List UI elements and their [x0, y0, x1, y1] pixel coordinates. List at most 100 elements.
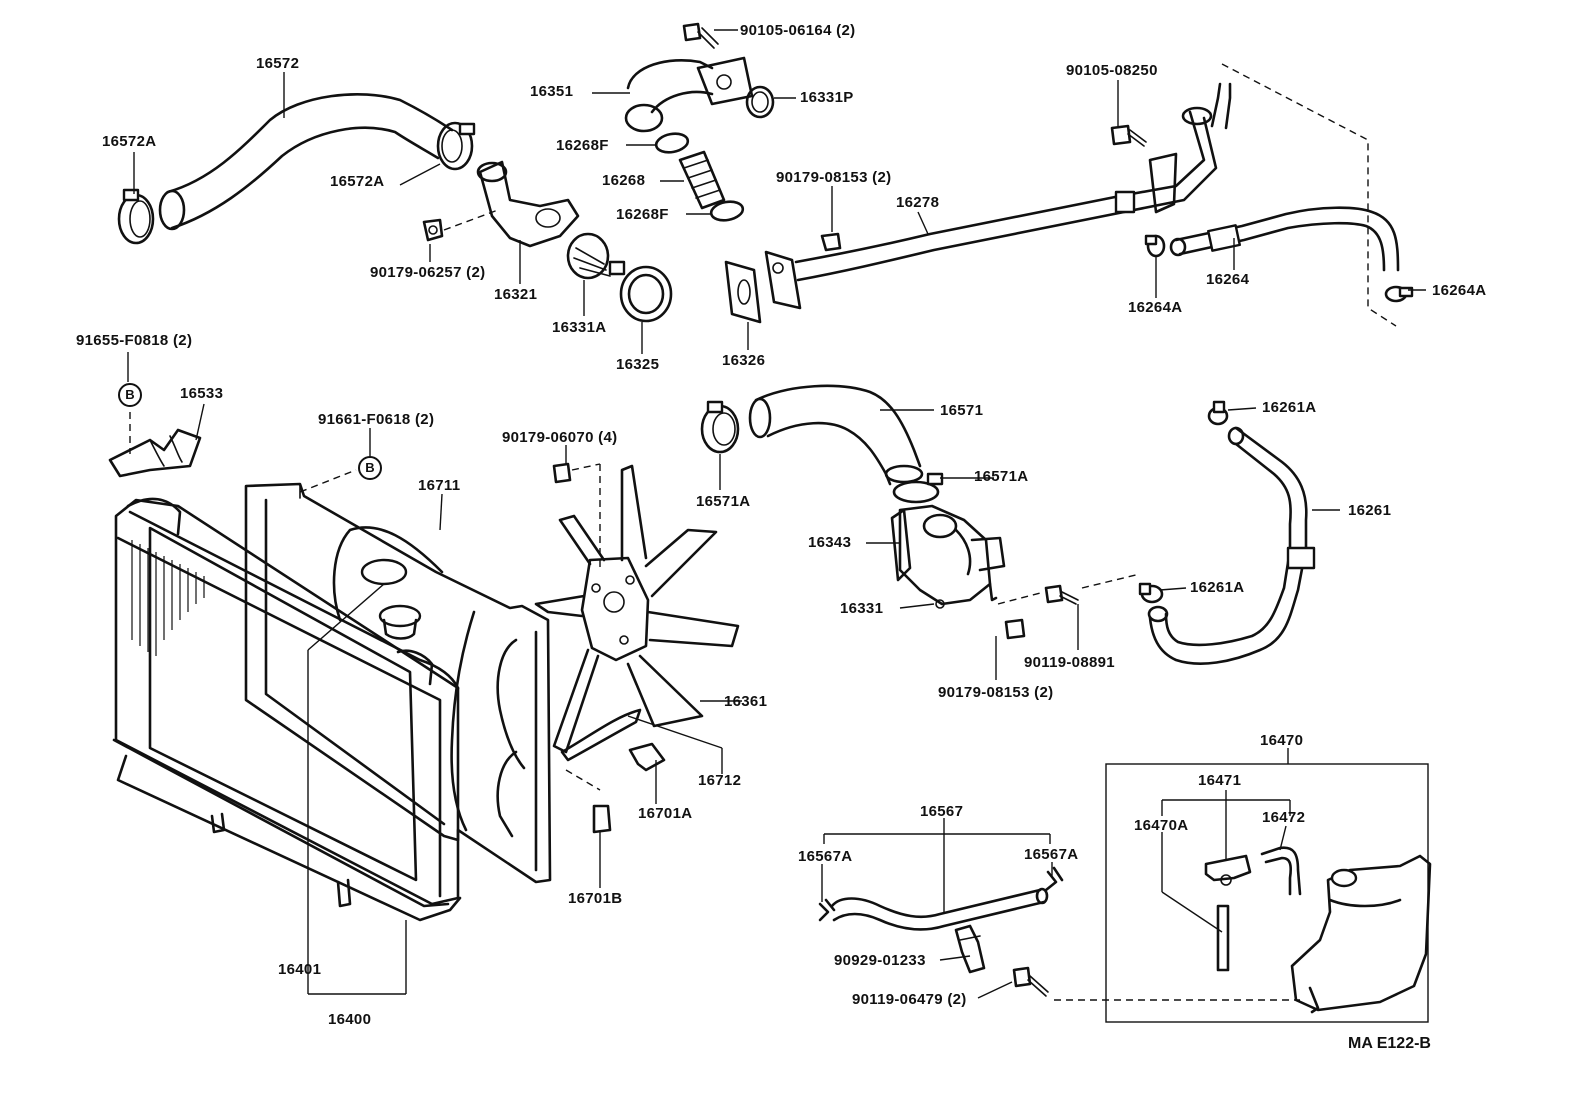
- reference-marker-b-left: B: [118, 383, 142, 407]
- label-16331a: 16331A: [552, 319, 607, 336]
- gasket-16331: [890, 508, 912, 582]
- label-16361: 16361: [724, 693, 768, 710]
- label-16472: 16472: [1262, 809, 1306, 826]
- reservoir-hose-16470a: [1216, 904, 1230, 972]
- thermostat: [566, 232, 626, 280]
- bolt-90119-08891: [997, 573, 1141, 605]
- hose-clamp-16571a-right: [892, 472, 944, 504]
- label-16571a-left: 16571A: [696, 493, 751, 510]
- label-16470a: 16470A: [1134, 817, 1189, 834]
- radiator-support-bracket: [108, 412, 202, 478]
- label-16261a-top: 16261A: [1262, 399, 1317, 416]
- reservoir-set-frame: [1105, 763, 1429, 1023]
- label-90119-08891: 90119-08891: [1024, 654, 1115, 671]
- hose-clamp-16572a-left: [117, 188, 155, 245]
- hose-clamp-16572a-right: [436, 121, 476, 171]
- label-16701a: 16701A: [638, 805, 693, 822]
- label-16264a-left: 16264A: [1128, 299, 1183, 316]
- label-16567: 16567: [920, 803, 964, 820]
- label-16711: 16711: [418, 477, 461, 494]
- fan-guide-clip-16701b: [565, 769, 612, 834]
- label-16268f-top: 16268F: [556, 137, 609, 154]
- label-16701b: 16701B: [568, 890, 623, 907]
- label-16261: 16261: [1348, 502, 1392, 519]
- label-16331: 16331: [840, 600, 884, 617]
- cooling-fan: [534, 463, 740, 754]
- label-16401: 16401: [278, 961, 322, 978]
- label-90929-01233: 90929-01233: [834, 952, 926, 969]
- label-16278: 16278: [896, 194, 940, 211]
- label-16343: 16343: [808, 534, 852, 551]
- label-91661-f0618: 91661-F0618 (2): [318, 411, 435, 428]
- clip-16264a-right: [1384, 285, 1414, 303]
- reference-marker-b-right: B: [358, 456, 382, 480]
- reservoir-cap-16471: [1204, 854, 1252, 886]
- bypass-pipe-flange: [764, 250, 802, 310]
- label-16572a-left: 16572A: [102, 133, 157, 150]
- label-16331p: 16331P: [800, 89, 854, 106]
- clamp-90929-01233: [954, 924, 986, 974]
- bolt-90105-06164: [682, 22, 719, 49]
- bolt-90179-06257: [422, 209, 499, 242]
- radiator-cap: [360, 558, 422, 640]
- label-91655-f0818: 91655-F0818 (2): [76, 332, 193, 349]
- clip-16567a-right: [1044, 866, 1064, 892]
- clip-16261a-top: [1207, 400, 1229, 426]
- water-hose-16264: [1169, 206, 1400, 272]
- label-16261a-mid: 16261A: [1190, 579, 1245, 596]
- label-16264: 16264: [1206, 271, 1250, 288]
- label-16326: 16326: [722, 352, 766, 369]
- bypass-pipe: [678, 150, 726, 210]
- label-16571: 16571: [940, 402, 984, 419]
- label-90179-08153-bottom: 90179-08153 (2): [938, 684, 1054, 701]
- nut-90179-08153-bottom: [1004, 618, 1026, 640]
- o-ring-16268f-top: [654, 132, 690, 154]
- nut-90179-08153-top: [820, 232, 842, 252]
- radiator: [112, 497, 462, 922]
- drawing-code: MA E122-B: [1348, 1035, 1431, 1052]
- clip-16261a-mid: [1138, 582, 1164, 604]
- water-outlet: [624, 56, 754, 133]
- label-16400: 16400: [328, 1011, 372, 1028]
- water-hose-16261: [1147, 426, 1316, 665]
- water-bypass-pipe: [794, 82, 1232, 282]
- bolt-90119-06479: [1012, 966, 1300, 1001]
- label-16325: 16325: [616, 356, 660, 373]
- label-16268f-bottom: 16268F: [616, 206, 669, 223]
- label-90179-06070: 90179-06070 (4): [502, 429, 618, 446]
- label-16572a-clamp: 16572A: [330, 173, 385, 190]
- label-16572: 16572: [256, 55, 300, 72]
- label-16571a-right: 16571A: [974, 468, 1029, 485]
- clip-16567a-left: [818, 898, 836, 922]
- fan-guide-16712: [560, 708, 642, 762]
- label-16264a-right: 16264A: [1432, 282, 1487, 299]
- label-16567a-left: 16567A: [798, 848, 853, 865]
- label-16268: 16268: [602, 172, 646, 189]
- label-16471: 16471: [1198, 772, 1242, 789]
- water-inlet: [476, 160, 580, 248]
- bypass-pipe-gasket: [724, 260, 762, 324]
- thermostat-gasket: [619, 265, 673, 323]
- label-16321: 16321: [494, 286, 538, 303]
- bolt-90179-06070: [552, 462, 572, 484]
- label-90119-06479: 90119-06479 (2): [852, 991, 967, 1008]
- label-16567a-right: 16567A: [1024, 846, 1079, 863]
- o-ring-16331p: [745, 85, 775, 119]
- lower-radiator-hose: [748, 384, 924, 486]
- fan-shroud: [244, 482, 552, 884]
- label-90105-08250: 90105-08250: [1066, 62, 1158, 79]
- leader-lines: [127, 29, 1426, 999]
- water-hose-16567: [830, 887, 1049, 931]
- hose-clamp-16571a-left: [700, 400, 740, 454]
- water-inlet-housing: [898, 504, 1006, 609]
- label-16351: 16351: [530, 83, 574, 100]
- upper-radiator-hose: [158, 92, 454, 231]
- label-16712: 16712: [698, 772, 742, 789]
- overflow-hose-16472: [1260, 846, 1302, 896]
- label-90179-08153-top: 90179-08153 (2): [776, 169, 892, 186]
- bolt-90105-08250: [1110, 124, 1147, 147]
- fan-guide-clip-16701a: [628, 742, 666, 772]
- label-16470: 16470: [1260, 732, 1304, 749]
